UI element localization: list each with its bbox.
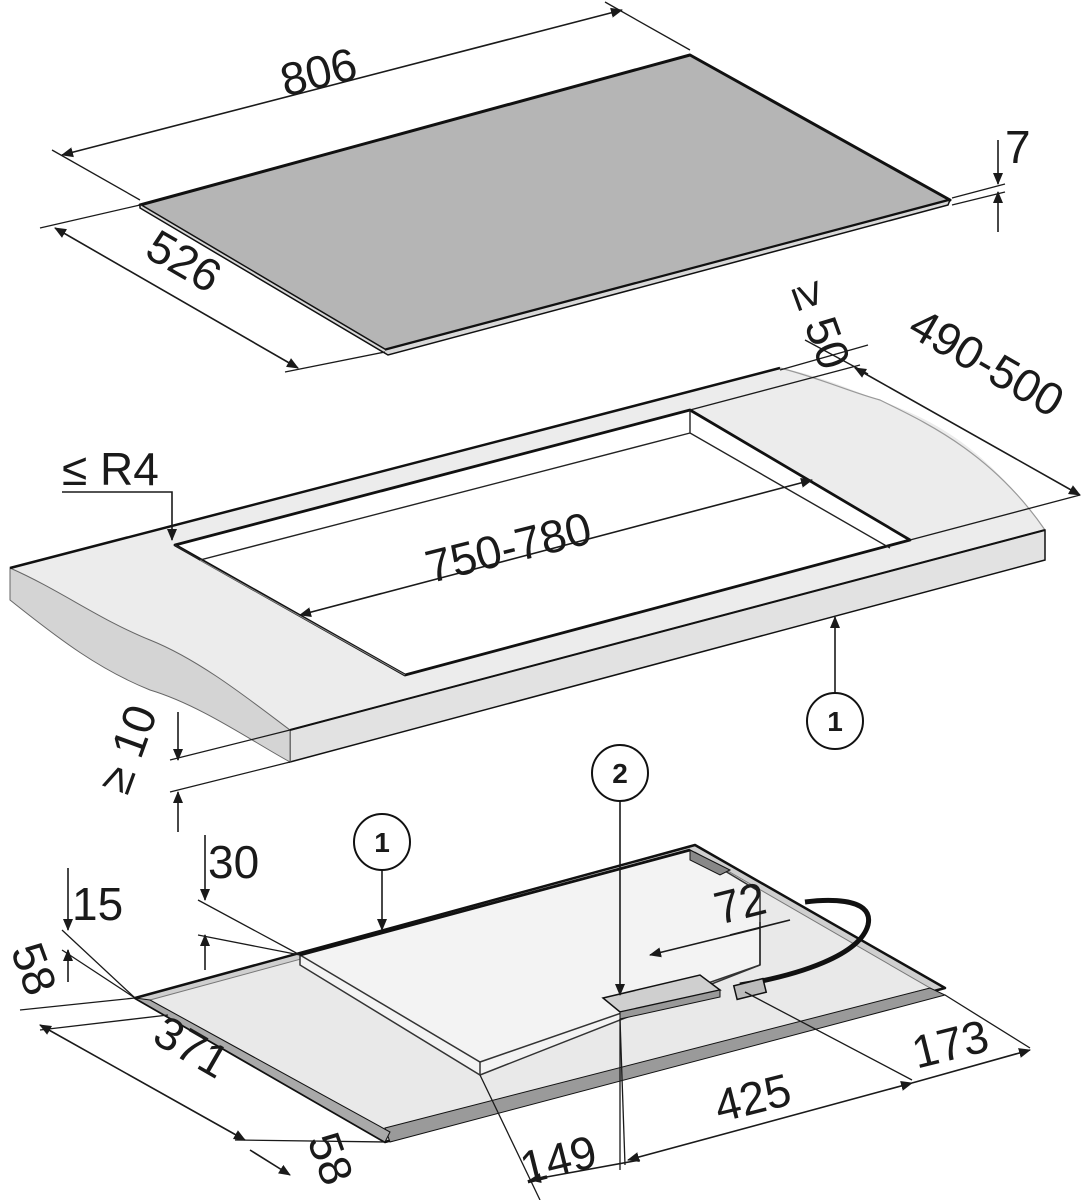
callout-2-text: 2 (612, 758, 628, 789)
dim-7-label: 7 (1005, 121, 1031, 173)
dim-72-label: 72 (709, 872, 771, 935)
dim-173-label: 173 (907, 1009, 994, 1078)
callout-1-text: 1 (827, 706, 843, 737)
dimension-58-left: 58 (1, 936, 169, 1031)
dim-15-label: 15 (72, 878, 123, 930)
dim-r4-label: ≤ R4 (62, 443, 159, 495)
callout-1-hob-text: 1 (374, 827, 390, 858)
dim-58-left-label: 58 (1, 936, 67, 1002)
dimension-min-50: ≥ 50 (779, 274, 869, 376)
dimension-72: 72 (649, 872, 791, 965)
callout-2-connection: 2 (591, 744, 649, 996)
dim-10-label: ≥ 10 (88, 698, 167, 800)
hob-unit (133, 843, 947, 1144)
dim-806-label: 806 (275, 37, 362, 106)
dimension-15: 15 (61, 868, 136, 999)
dim-149-label: 149 (515, 1125, 602, 1194)
dim-30-label: 30 (208, 836, 259, 888)
callout-1-hob: 1 (353, 813, 411, 931)
dimension-30: 30 (197, 835, 301, 970)
dim-425-label: 425 (709, 1063, 796, 1132)
callout-1-worktop: 1 (806, 616, 864, 750)
dim-50-label: ≥ 50 (782, 274, 861, 376)
dimension-58-front: 58 (234, 1126, 386, 1192)
dim-58-front-label: 58 (298, 1126, 364, 1192)
dimension-7: 7 (951, 121, 1031, 232)
corner-radius-label: ≤ R4 (62, 443, 177, 541)
dimension-173: 173 (907, 994, 1031, 1084)
